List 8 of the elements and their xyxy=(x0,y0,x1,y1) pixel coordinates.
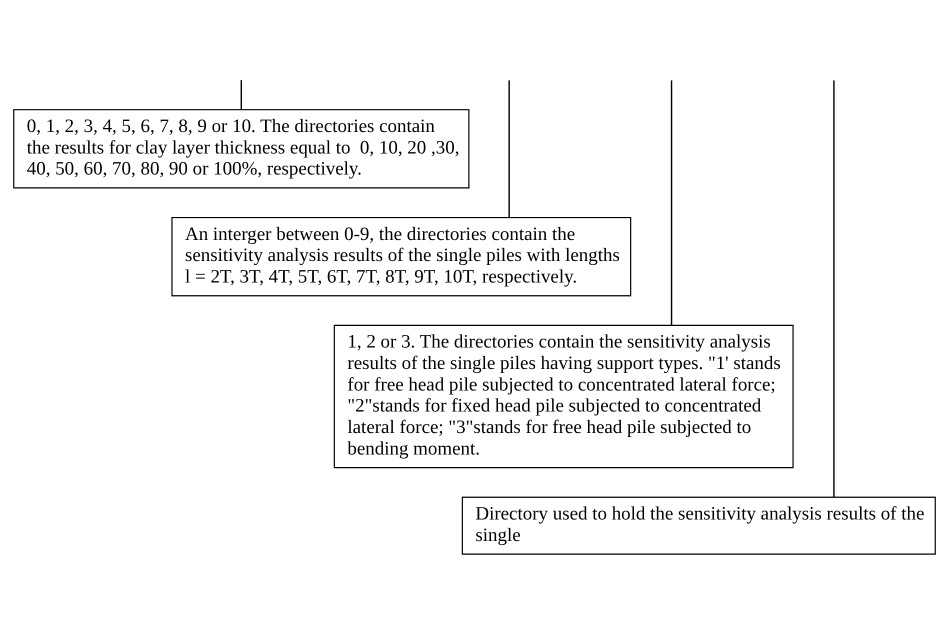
node-box: 1, 2 or 3. The directories contain the sensitivity analysis results of the single piles having support types. "1' stands for free head pile subjected to concentrated lateral force; "2"stands for fixed head pile subjected to concentrated lateral force; "3"stands for free head pile subjected to bending moment. xyxy=(333,324,794,468)
connector xyxy=(240,80,242,110)
node-box: Directory used to hold the sensitivity analysis results of the single xyxy=(461,496,936,554)
connector xyxy=(508,80,510,217)
connector xyxy=(670,80,672,325)
node-box: An interger between 0-9, the directories contain the sensitivity analysis results of the single piles with lengths l = 2T, 3T, 4T, 5T, 6T, 7T, 8T, 9T, 10T, respectively. xyxy=(170,216,631,296)
node-box: 0, 1, 2, 3, 4, 5, 6, 7, 8, 9 or 10. The directories contain the results for clay layer thickness equal to 0, 10, 20 ,30, 40, 50, 60, 70, 80, 90 or 100%, respectively. xyxy=(12,108,469,188)
connector xyxy=(832,80,834,497)
